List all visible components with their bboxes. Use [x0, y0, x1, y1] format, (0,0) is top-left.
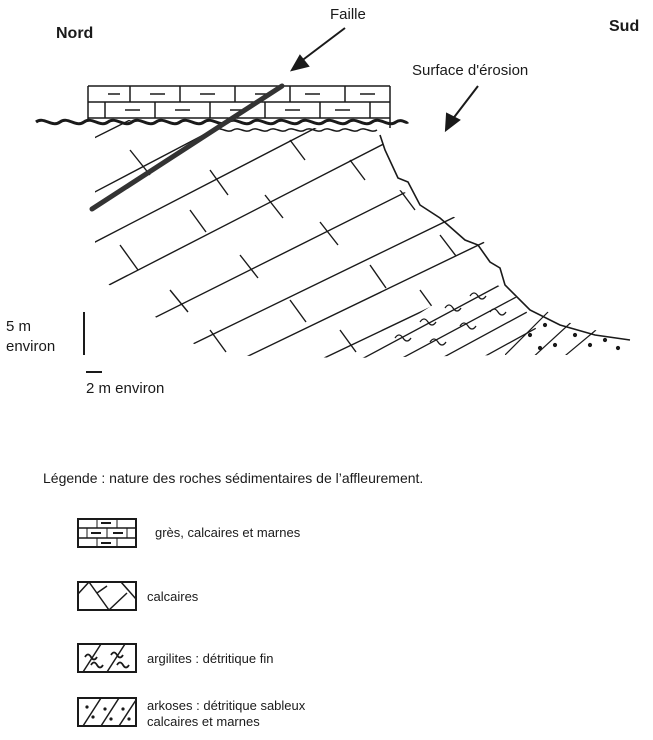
fault-arrow: [289, 27, 346, 72]
legend-label: calcaires: [147, 589, 199, 604]
legend-label-line: calcaires et marnes: [147, 714, 260, 729]
vertical-scale-unit: environ: [6, 338, 56, 355]
erosion-arrow: [444, 85, 479, 133]
legend-label-line: arkoses : détritique sableux: [147, 698, 306, 713]
limestone-pattern-icon: [77, 581, 137, 611]
fault-line: [89, 83, 285, 212]
horizontal-cap-beds: [87, 85, 391, 128]
geological-cross-section: [35, 27, 631, 373]
clay-pattern-icon: [77, 643, 137, 673]
legend-label: grès, calcaires et marnes: [155, 525, 301, 540]
erosion-surface-label: Surface d'érosion: [412, 62, 529, 79]
legend-title: Légende : nature des roches sédimentaire…: [43, 470, 424, 486]
horizontal-scale-label: 2 m environ: [86, 380, 165, 397]
brick-pattern-icon: [77, 518, 137, 548]
clay-beds: [359, 284, 545, 358]
tilted-limestone-beds: [95, 120, 500, 358]
arkose-pattern-icon: [77, 697, 137, 727]
legend-label: arkoses : détritique sableux calcaires e…: [147, 698, 305, 730]
arkose-beds: [505, 299, 621, 355]
south-label: Sud: [609, 18, 640, 35]
north-label: Nord: [56, 25, 94, 42]
vertical-scale-value: 5 m: [6, 318, 32, 335]
outcrop-profile: [379, 134, 631, 341]
fault-label: Faille: [330, 6, 366, 23]
legend-label: argilites : détritique fin: [147, 651, 274, 666]
